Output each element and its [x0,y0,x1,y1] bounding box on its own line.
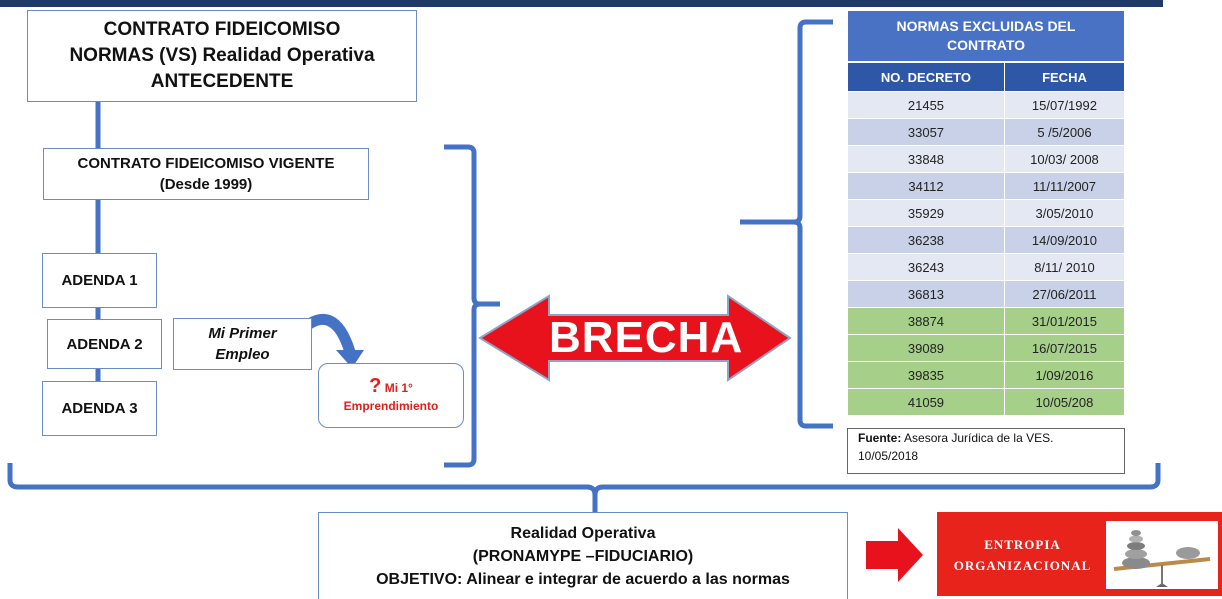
source-date: 10/05/2018 [858,449,919,463]
fecha-cell: 11/11/2007 [1003,172,1126,200]
addendum-3-label: ADENDA 3 [61,400,138,417]
fecha-cell: 8/11/ 2010 [1003,253,1126,281]
realidad-line-3: OBJETIVO: Alinear e integrar de acuerdo … [376,570,790,588]
decreto-cell: 35929 [847,199,1005,227]
column-header-decreto: NO. DECRETO [847,62,1005,92]
decreto-cell: 39089 [847,334,1005,362]
fecha-cell: 10/03/ 2008 [1003,145,1126,173]
fecha-cell: 3/05/2010 [1003,199,1126,227]
mi-primer-empleo-box: Mi Primer Empleo [173,318,312,370]
norms-title: NORMAS EXCLUIDAS DEL CONTRATO [847,10,1125,62]
curve-arrow-head [336,350,364,368]
realidad-line-2: (PRONAMYPE –FIDUCIARIO) [472,547,694,565]
entropia-line-2: ORGANIZACIONAL [953,558,1092,573]
decreto-cell: 33848 [847,145,1005,173]
contract-box: CONTRATO FIDEICOMISO VIGENTE (Desde 1999… [43,148,369,200]
realidad-line-1: Realidad Operativa [510,524,656,542]
question-mark: ? [369,374,382,397]
fecha-cell: 15/07/1992 [1003,91,1126,119]
fecha-cell: 1/09/2016 [1003,361,1126,389]
top-bar [0,0,1163,7]
norms-title-line-1: NORMAS EXCLUIDAS DEL [896,18,1076,34]
contract-line-1: CONTRATO FIDEICOMISO VIGENTE [77,155,335,172]
title-line-1: CONTRATO FIDEICOMISO [103,19,341,40]
realidad-box: Realidad Operativa (PRONAMYPE –FIDUCIARI… [318,512,848,599]
addendum-2-box: ADENDA 2 [47,319,162,369]
mpe-line-1: Mi Primer [208,325,277,342]
fecha-cell: 16/07/2015 [1003,334,1126,362]
source-label: Fuente: [858,431,902,445]
fecha-cell: 5 /5/2006 [1003,118,1126,146]
decreto-cell: 34112 [847,172,1005,200]
right-brace [740,19,833,429]
bottom-brace [7,463,1161,512]
fecha-cell: 31/01/2015 [1003,307,1126,335]
red-right-arrow [866,528,923,582]
brecha-double-arrow [478,294,792,382]
fecha-cell: 27/06/2011 [1003,280,1126,308]
decreto-cell: 36238 [847,226,1005,254]
decreto-cell: 41059 [847,388,1005,416]
title-line-3: ANTECEDENTE [150,71,294,92]
left-brace [444,144,500,468]
entropia-line-1: ENTROPIA [984,537,1061,552]
mi-emprendimiento-box: ? Mi 1° Emprendimiento [318,363,464,428]
decreto-cell: 36813 [847,280,1005,308]
title-line-2: NORMAS (VS) Realidad Operativa [69,45,375,66]
decreto-cell: 36243 [847,253,1005,281]
fecha-cell: 10/05/208 [1003,388,1126,416]
balance-stones-image [1106,521,1218,589]
source-text: Asesora Jurídica de la VES. [901,431,1054,445]
entropia-label: ENTROPIA ORGANIZACIONAL [940,534,1105,576]
mie-line-2: Emprendimiento [343,398,439,413]
mie-line-1: Mi 1° [384,380,413,395]
addendum-1-box: ADENDA 1 [42,253,157,308]
addendum-2-label: ADENDA 2 [66,335,143,353]
addendum-3-box: ADENDA 3 [42,381,157,436]
column-header-fecha: FECHA [1003,62,1126,92]
brecha-label: BRECHA [549,313,744,362]
contract-line-2: (Desde 1999) [159,176,253,193]
mpe-line-2: Empleo [215,346,270,363]
decreto-cell: 33057 [847,118,1005,146]
title-box: CONTRATO FIDEICOMISO NORMAS (VS) Realida… [27,10,417,102]
decreto-cell: 38874 [847,307,1005,335]
fecha-cell: 14/09/2010 [1003,226,1126,254]
addendum-1-label: ADENDA 1 [61,272,138,289]
source-note: Fuente: Asesora Jurídica de la VES. 10/0… [847,428,1125,474]
norms-title-line-2: CONTRATO [946,37,1026,53]
decreto-cell: 39835 [847,361,1005,389]
decreto-cell: 21455 [847,91,1005,119]
